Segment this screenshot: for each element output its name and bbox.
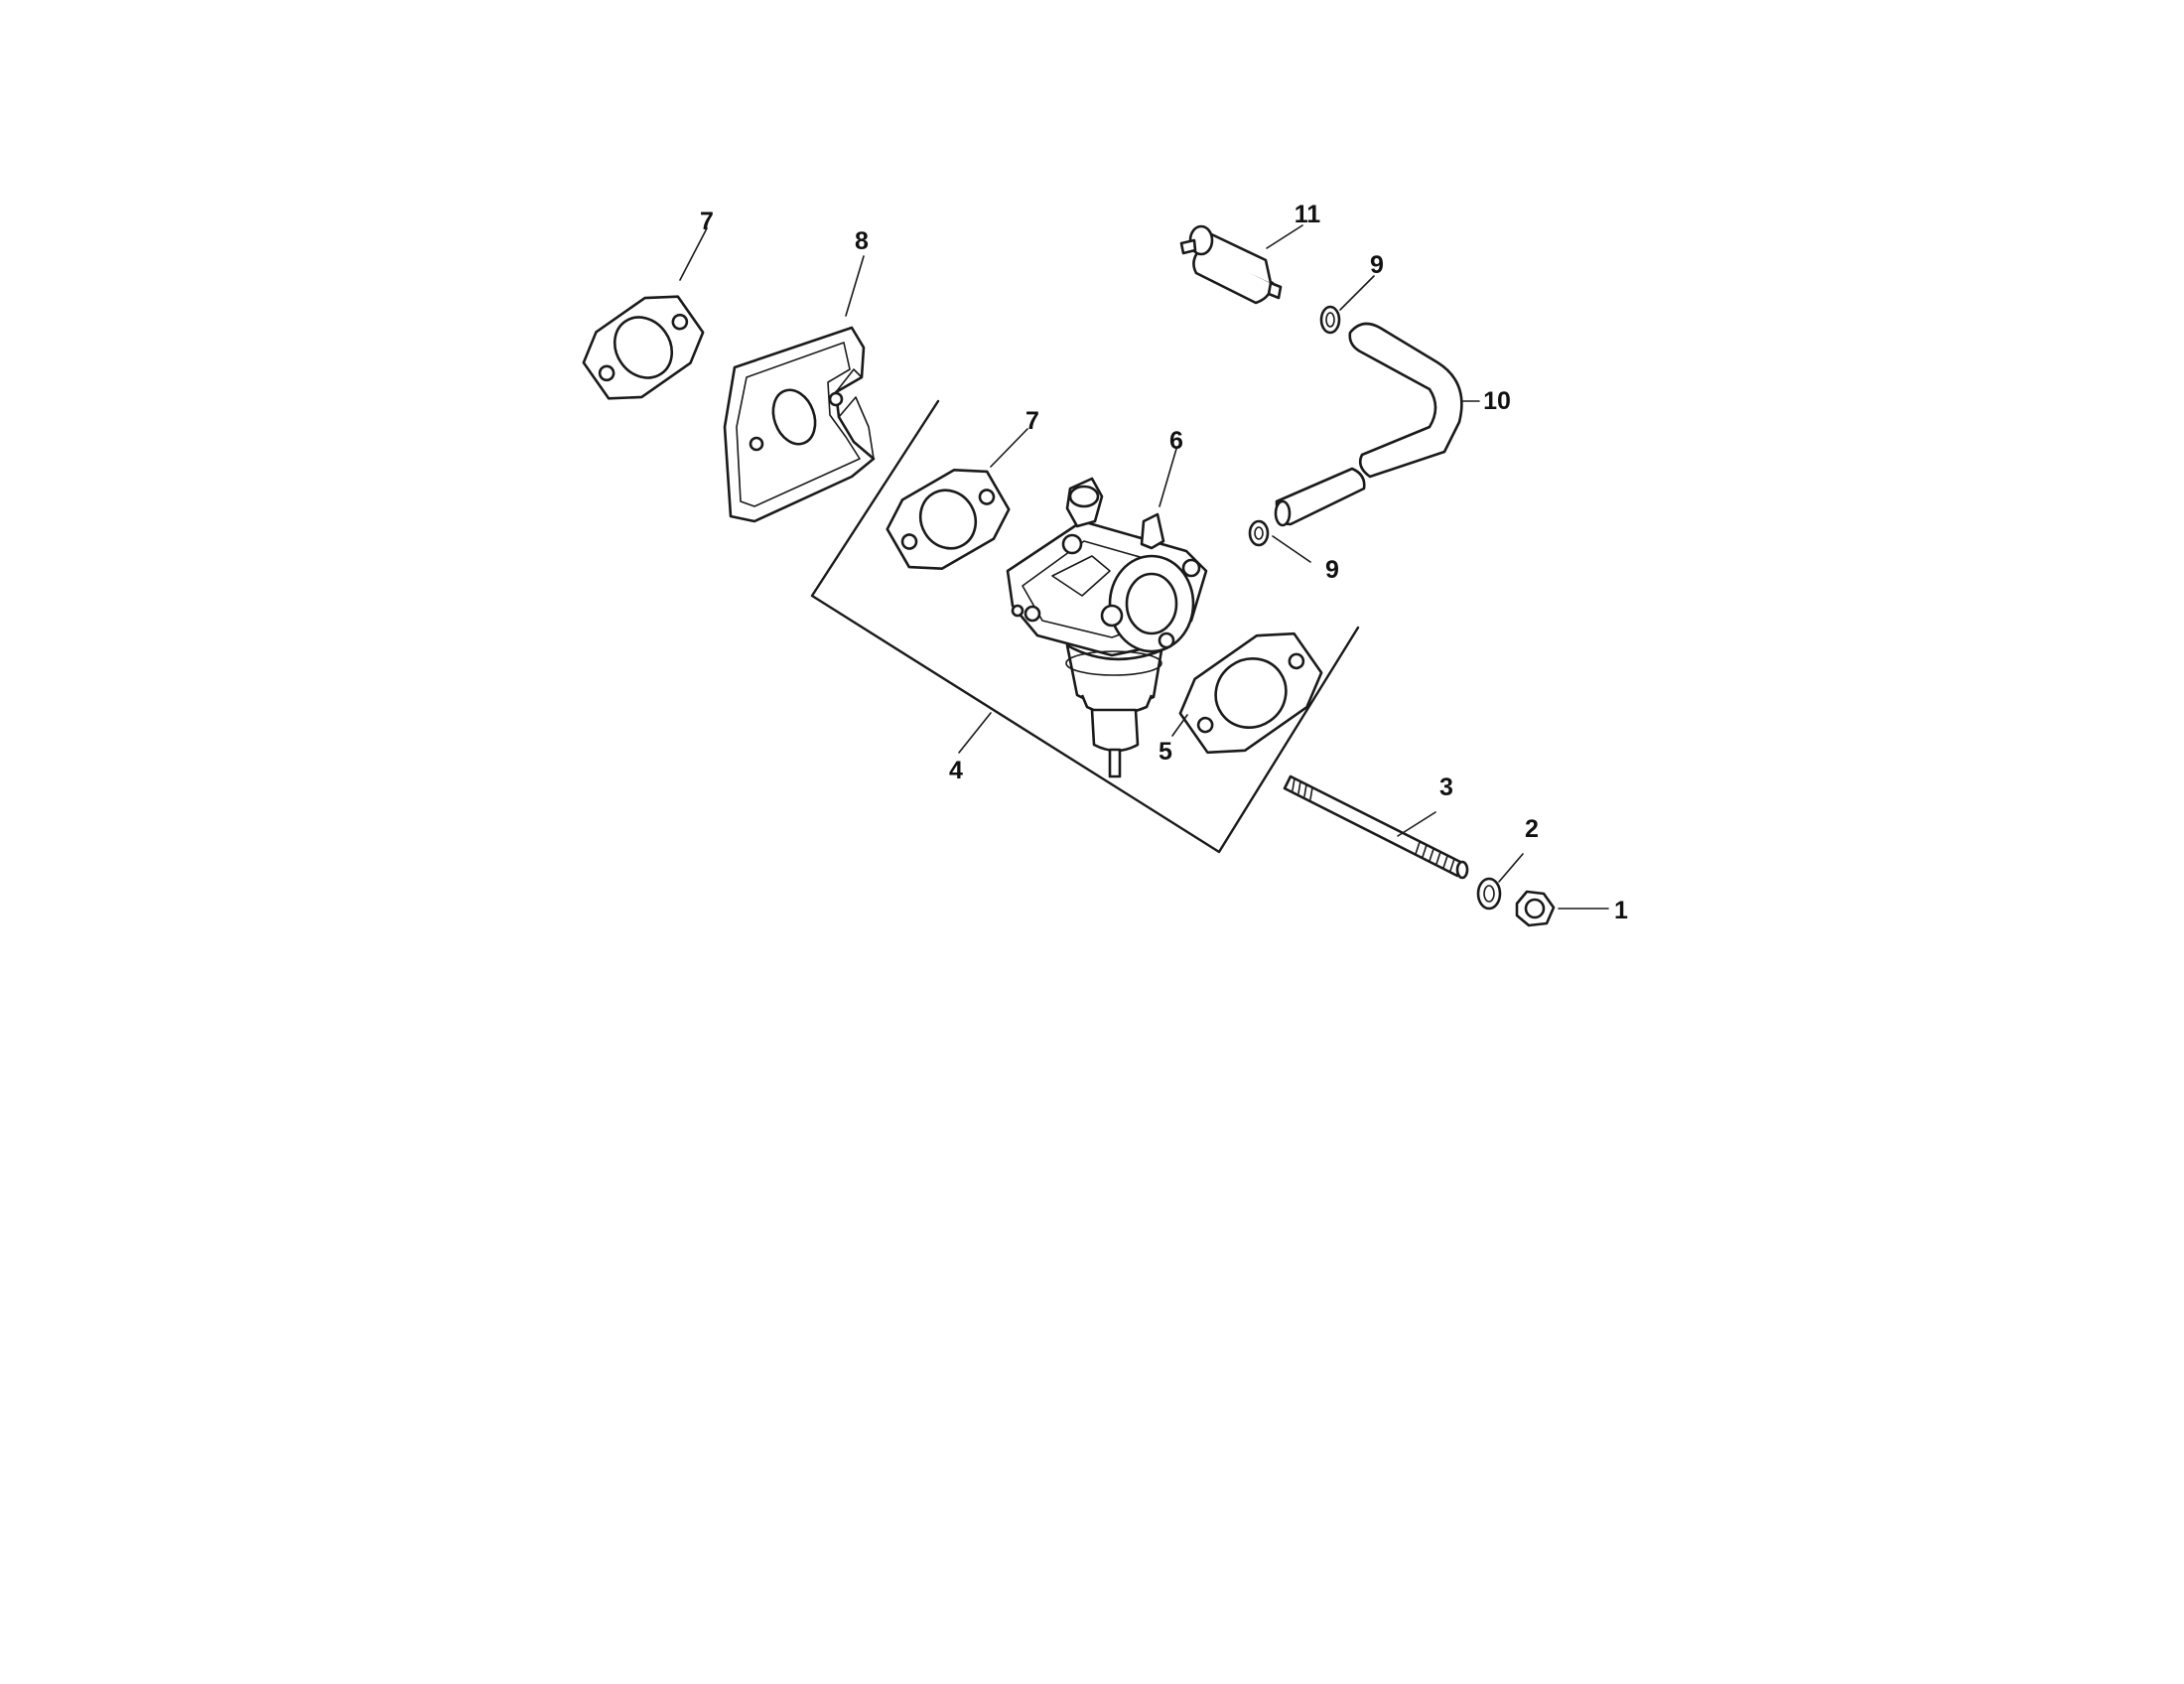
callout-3: 3 (1439, 773, 1453, 801)
leader-lines (679, 224, 1609, 910)
threaded-stud-part-3 (1283, 774, 1469, 880)
callout-11: 11 (1295, 201, 1321, 228)
gasket-part-5 (1178, 632, 1323, 755)
callout-2: 2 (1525, 815, 1539, 843)
heat-shield-part-8 (723, 326, 876, 523)
callout-8: 8 (855, 227, 869, 255)
carburetor-part-6 (1006, 477, 1208, 778)
hose-clamp-part-9-lower (1248, 519, 1270, 547)
hex-nut-part-1 (1515, 890, 1556, 927)
gasket-part-7-upper (582, 295, 705, 400)
callout-7-lower: 7 (1025, 407, 1039, 435)
callout-6: 6 (1169, 427, 1183, 455)
callout-9-lower: 9 (1325, 556, 1339, 584)
callout-4: 4 (949, 757, 963, 784)
washer-part-2 (1476, 877, 1502, 911)
callout-9-upper: 9 (1370, 251, 1384, 279)
callout-10: 10 (1483, 387, 1511, 415)
callout-5: 5 (1159, 738, 1172, 766)
hose-clamp-part-9-upper (1319, 305, 1341, 335)
fuel-filter-part-11 (1179, 224, 1283, 305)
callout-7-upper: 7 (700, 208, 714, 235)
callout-labels: 7 8 7 6 11 9 10 9 5 4 3 2 1 (700, 201, 1628, 924)
gasket-part-7-lower (886, 469, 1011, 570)
fuel-hose-part-10 (1274, 322, 1463, 527)
callout-1: 1 (1614, 897, 1628, 924)
assembly-bracket-part-4 (810, 399, 1360, 854)
